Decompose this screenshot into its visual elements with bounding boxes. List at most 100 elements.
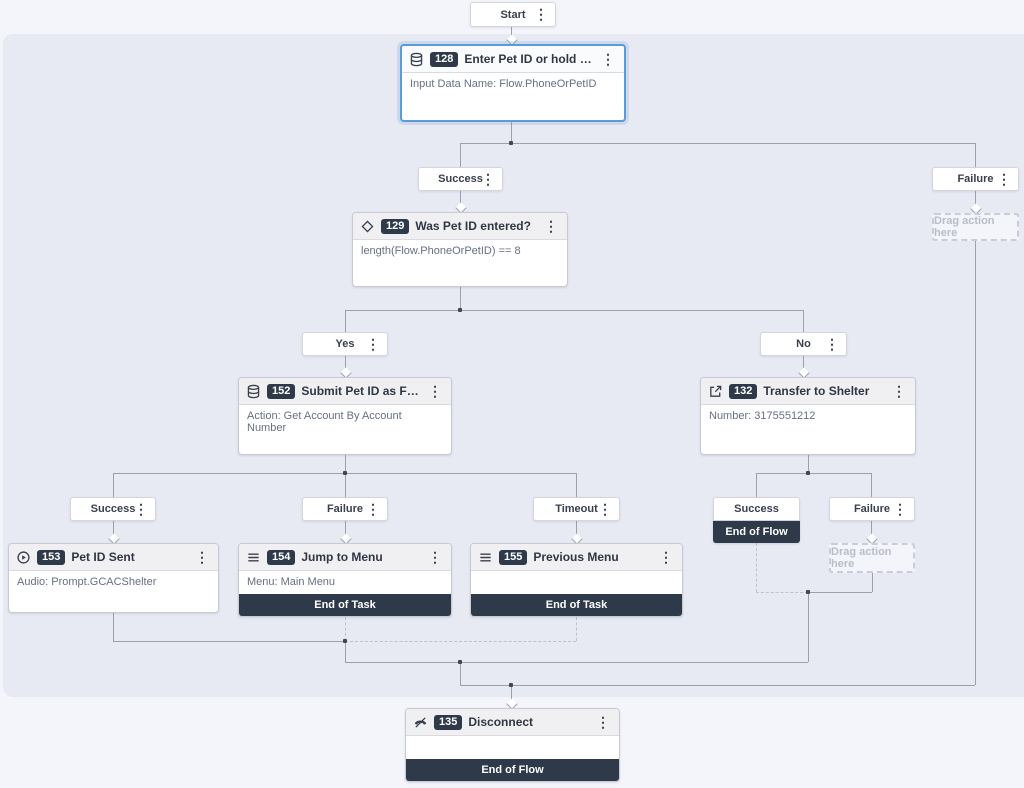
node-jump-to-menu[interactable]: 154 Jump to Menu ⋮ Menu: Main Menu End o… [238,543,452,617]
connector-line-dashed [756,543,757,592]
edge-label-failure[interactable]: Failure ⋮ [302,497,388,521]
kebab-menu-icon[interactable]: ⋮ [481,171,495,187]
node-previous-menu[interactable]: 155 Previous Menu ⋮ End of Task [470,543,683,617]
node-header: 155 Previous Menu ⋮ [471,544,682,571]
connector-line [113,613,114,641]
node-header: 128 Enter Pet ID or hold for repres… ⋮ [402,46,624,73]
start-label: Start [500,8,526,21]
connector-line-dashed [576,617,577,641]
node-header: 152 Submit Pet ID as Found ⋮ [239,378,451,405]
edge-label-text: Failure [957,173,994,185]
disconnect-icon [413,715,428,730]
kebab-menu-icon[interactable]: ⋮ [825,336,839,352]
kebab-menu-icon[interactable]: ⋮ [534,6,548,22]
node-detail: Action: Get Account By Account Number [247,410,402,434]
node-submit-pet-id[interactable]: 152 Submit Pet ID as Found ⋮ Action: Get… [238,377,452,455]
node-detail [406,736,619,759]
connector-line [460,286,461,310]
edge-label-yes[interactable]: Yes ⋮ [302,332,388,356]
kebab-menu-icon[interactable]: ⋮ [659,549,673,565]
junction-dot [509,683,513,687]
connector-line [460,143,976,144]
connector-line-dashed [345,641,576,642]
kebab-menu-icon[interactable]: ⋮ [366,336,380,352]
connector-line [345,310,804,311]
connector-line [113,521,114,543]
connector-line-dashed [345,617,346,641]
junction-dot [509,141,513,145]
drag-action-placeholder[interactable]: Drag action here [932,213,1019,241]
node-detail [471,571,682,594]
node-enter-pet-id[interactable]: 128 Enter Pet ID or hold for repres… ⋮ I… [400,44,626,122]
connector-line [872,573,873,592]
node-header: 129 Was Pet ID entered? ⋮ [353,213,567,240]
node-id-badge: 132 [729,383,758,399]
kebab-menu-icon[interactable]: ⋮ [601,51,615,67]
kebab-menu-icon[interactable]: ⋮ [195,549,209,565]
connector-line [871,521,872,543]
edge-label-success[interactable]: Success [713,497,800,521]
node-title: Was Pet ID entered? [415,219,531,233]
edge-label-failure[interactable]: Failure ⋮ [829,497,915,521]
node-id-badge: 155 [499,549,528,565]
junction-dot [343,471,347,475]
connector-line [808,592,809,662]
kebab-menu-icon[interactable]: ⋮ [997,171,1011,187]
connector-line [511,685,512,708]
end-of-flow-terminal: End of Flow [406,759,619,781]
node-id-badge: 154 [267,549,296,565]
play-audio-icon [16,550,31,565]
connector-line [345,455,346,473]
connector-line [460,191,461,212]
connector-line [113,641,345,642]
node-id-badge: 135 [434,714,463,730]
edge-label-no[interactable]: No ⋮ [760,332,847,356]
connector-line [345,356,346,377]
kebab-menu-icon[interactable]: ⋮ [428,383,442,399]
node-detail: Menu: Main Menu [247,576,336,588]
kebab-menu-icon[interactable]: ⋮ [428,549,442,565]
drag-action-text: Drag action here [934,215,995,239]
database-icon [409,52,424,67]
connector-line [756,473,872,474]
kebab-menu-icon[interactable]: ⋮ [544,218,558,234]
end-of-flow-terminal: End of Flow [713,521,800,543]
node-title: Previous Menu [533,550,619,564]
node-header: 154 Jump to Menu ⋮ [239,544,451,571]
start-node[interactable]: Start ⋮ [470,2,556,27]
kebab-menu-icon[interactable]: ⋮ [134,501,148,517]
decision-diamond-icon [360,219,375,234]
node-title: Submit Pet ID as Found [301,384,420,398]
kebab-menu-icon[interactable]: ⋮ [892,383,906,399]
connector-line [975,191,976,213]
kebab-menu-icon[interactable]: ⋮ [598,501,612,517]
node-title: Pet ID Sent [71,550,135,564]
terminal-text: End of Flow [725,526,788,538]
edge-label-success[interactable]: Success ⋮ [70,497,156,521]
kebab-menu-icon[interactable]: ⋮ [596,714,610,730]
menu-icon [246,550,261,565]
edge-label-timeout[interactable]: Timeout ⋮ [533,497,620,521]
node-id-badge: 128 [430,51,459,67]
node-title: Jump to Menu [301,550,383,564]
node-disconnect[interactable]: 135 Disconnect ⋮ End of Flow [405,708,620,782]
database-icon [246,384,261,399]
node-was-pet-id-entered[interactable]: 129 Was Pet ID entered? ⋮ length(Flow.Ph… [352,212,568,287]
edge-label-text: Failure [853,503,891,515]
kebab-menu-icon[interactable]: ⋮ [893,501,907,517]
drag-action-placeholder[interactable]: Drag action here [829,543,915,573]
edge-label-success[interactable]: Success ⋮ [418,167,503,191]
junction-dot [343,639,347,643]
end-of-task-terminal: End of Task [471,594,682,616]
edge-label-failure[interactable]: Failure ⋮ [932,167,1019,191]
node-transfer-to-shelter[interactable]: 132 Transfer to Shelter ⋮ Number: 317555… [700,377,916,455]
junction-dot [806,590,810,594]
node-pet-id-sent[interactable]: 153 Pet ID Sent ⋮ Audio: Prompt.GCACShel… [8,543,219,613]
connector-line [113,473,114,497]
connector-line [345,521,346,543]
kebab-menu-icon[interactable]: ⋮ [366,501,380,517]
connector-line [576,473,577,497]
node-title: Enter Pet ID or hold for repres… [464,52,593,66]
node-detail: length(Flow.PhoneOrPetID) == 8 [361,245,521,257]
